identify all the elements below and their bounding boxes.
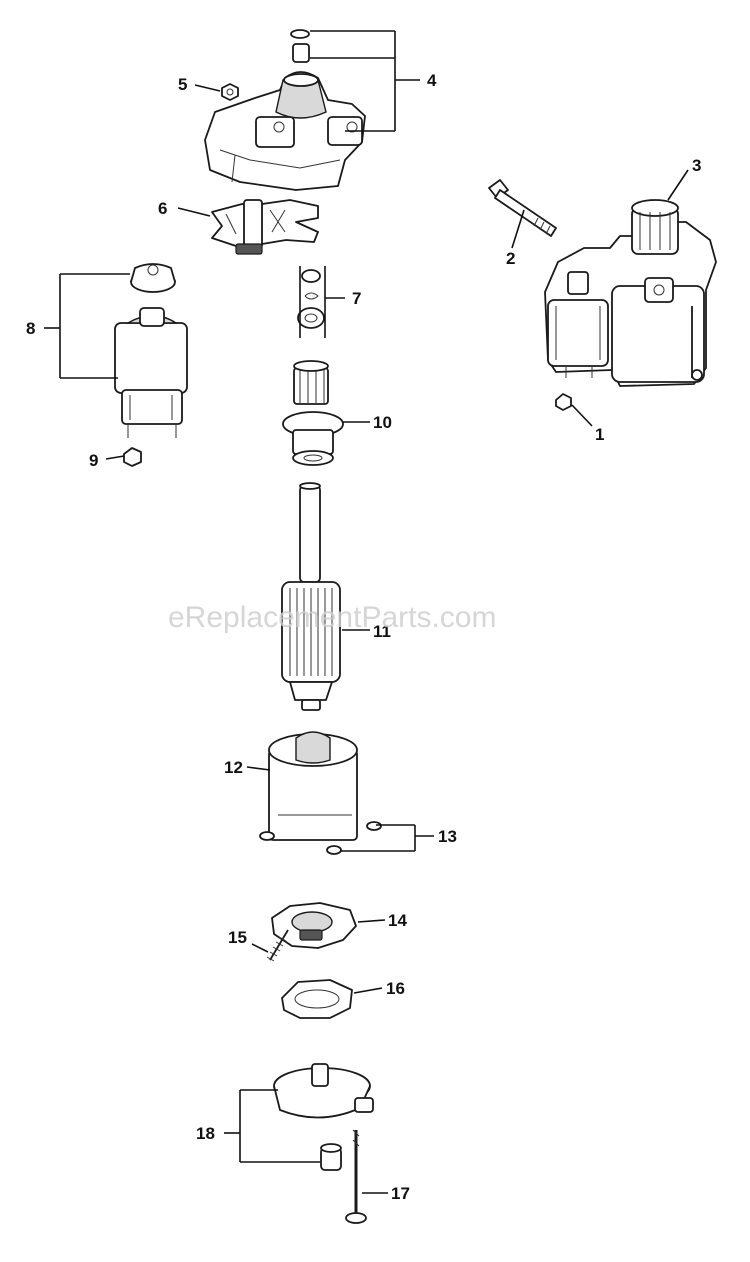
- callout-labels: 1 2 3 4 5 6 7 8 9 10 11 12 13 14 15 16 1…: [26, 71, 701, 1203]
- part-3-starter-assembly: [544, 199, 717, 387]
- callout-3: 3: [692, 156, 701, 175]
- callout-10: 10: [373, 413, 392, 432]
- part-14-brush-holder: [271, 902, 357, 949]
- callout-15: 15: [228, 928, 247, 947]
- part-11-armature: [281, 482, 341, 711]
- callout-13: 13: [438, 827, 457, 846]
- callout-6: 6: [158, 199, 167, 218]
- callout-12: 12: [224, 758, 243, 777]
- part-9-nut: [123, 447, 142, 467]
- part-8-solenoid: [114, 263, 188, 438]
- callout-17: 17: [391, 1184, 410, 1203]
- callout-18: 18: [196, 1124, 215, 1143]
- part-12-frame: [268, 731, 358, 841]
- callout-7: 7: [352, 289, 361, 308]
- part-16-gasket: [281, 979, 353, 1019]
- part-10-drive-pinion: [282, 360, 344, 466]
- callout-4: 4: [427, 71, 437, 90]
- part-13-washers: [259, 821, 382, 855]
- part-15-spring: [266, 929, 289, 962]
- callout-2: 2: [506, 249, 515, 268]
- callout-5: 5: [178, 75, 187, 94]
- watermark: eReplacementParts.com: [168, 601, 496, 634]
- part-18-end-cap: [273, 1063, 374, 1171]
- part-1-nut: [555, 393, 572, 411]
- callout-14: 14: [388, 911, 407, 930]
- callout-11: 11: [373, 622, 391, 641]
- part-5-nut: [221, 83, 239, 101]
- part-6-brush-plate: [211, 199, 319, 255]
- callout-8: 8: [26, 319, 35, 338]
- part-2-mounting-bolt: [488, 179, 557, 237]
- part-4-drive-housing: [204, 29, 366, 191]
- callout-9: 9: [89, 451, 98, 470]
- callout-1: 1: [595, 425, 604, 444]
- part-7-washer-set: [297, 269, 325, 329]
- part-17-through-bolt: [345, 1129, 367, 1224]
- callout-16: 16: [386, 979, 405, 998]
